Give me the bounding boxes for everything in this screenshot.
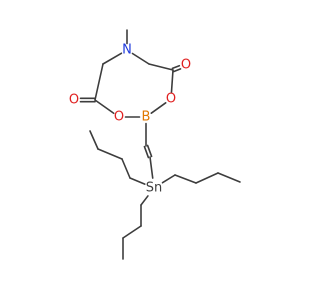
bond-v2-sn: [149, 156, 154, 179]
bond-a2-a3: [97, 148, 123, 160]
bond-v1-v2: [143, 144, 153, 159]
atom-label-o4: O: [69, 93, 79, 108]
atom-label-sn: Sn: [146, 181, 163, 196]
bond-c4-c1: [94, 63, 104, 101]
bond-sn-a1: [129, 177, 146, 185]
bond-r3-r4: [217, 172, 241, 183]
bond-layer: [79, 29, 241, 260]
atom-label-o2: O: [166, 92, 176, 107]
bond-c3-o2: [170, 69, 174, 94]
bond-o2-b: [150, 101, 167, 115]
atom-label-o3: O: [114, 110, 124, 125]
bond-c4-o4: [79, 97, 96, 103]
bond-a3-a4: [89, 130, 99, 150]
bond-n-c1: [102, 52, 123, 65]
bond-sn-d1: [140, 195, 149, 206]
bond-r1-r2: [174, 174, 197, 184]
bond-c3-o1: [171, 64, 182, 73]
atom-label-b: B: [142, 110, 151, 125]
bond-sn-r1: [161, 174, 176, 184]
bond-o3-c4: [94, 99, 115, 115]
atom-label-n: N: [122, 43, 132, 58]
bond-r2-r3: [195, 172, 219, 184]
atom-label-o1: O: [181, 58, 191, 73]
bond-n-c2: [131, 52, 150, 65]
bond-d2-d3: [122, 225, 142, 239]
bond-c2-c3: [148, 63, 174, 71]
bond-a1-a2: [121, 158, 131, 179]
